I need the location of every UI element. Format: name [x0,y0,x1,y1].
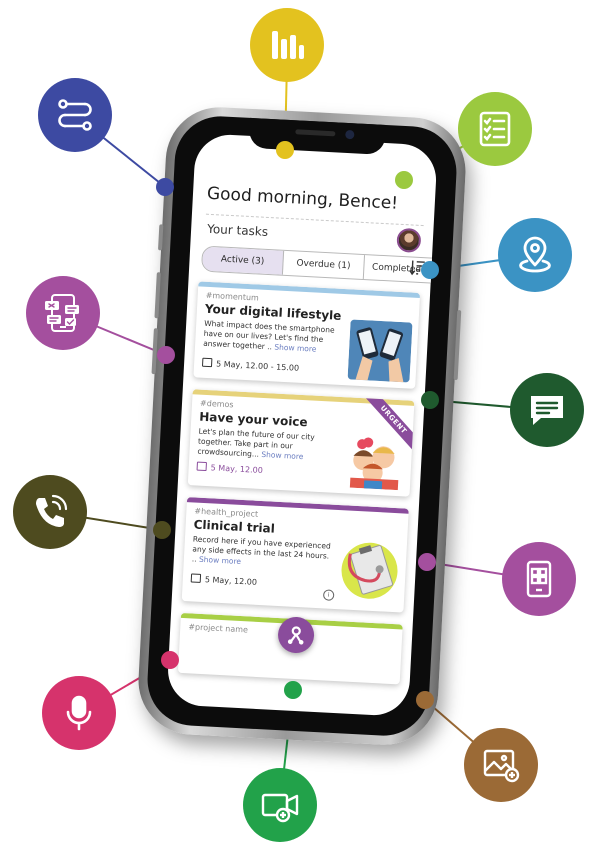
show-more-link[interactable]: Show more [274,342,317,354]
card-date: 5 May, 12.00 [196,461,264,476]
card-date-text: 5 May, 12.00 [204,575,258,587]
info-icon[interactable]: i [322,589,335,601]
card-date: 5 May, 12.00 - 15.00 [201,357,300,373]
card-description: What impact does the smartphone have on … [203,319,344,356]
survey-chat-icon [45,294,79,332]
card-date: 5 May, 12.00 [190,573,258,587]
connector-dot [156,178,174,196]
card-date-text: 5 May, 12.00 [210,463,264,476]
feature-badge-survey-chat[interactable] [26,276,100,350]
chat-message-icon [531,396,563,425]
app-grid-icon [526,560,552,598]
feature-badge-microphone[interactable] [42,676,116,750]
card-tag: #health_project [194,506,259,519]
calendar-icon [201,357,213,368]
phone-screen: Good morning, Bence! Your tasks Active (… [166,133,438,717]
earpiece-speaker [295,129,336,137]
smartphones-illustration [347,319,413,383]
connector-dot [395,171,413,189]
feature-badge-add-video[interactable] [243,768,317,842]
card-title: Clinical trial [193,517,276,536]
phone-call-icon [36,494,68,527]
show-more-link[interactable]: Show more [198,554,242,566]
feature-badge-app-grid[interactable] [502,542,576,616]
card-tag: #momentum [205,290,260,303]
task-card-momentum[interactable]: #momentum Your digital lifestyle What im… [193,281,421,389]
connector-dot [421,261,439,279]
connector-dot [161,651,179,669]
bar-chart-icon [272,31,304,59]
card-tag: #project name [188,622,249,635]
feature-badge-add-image[interactable] [464,728,538,802]
connector-dot [284,681,302,699]
feature-badge-checklist[interactable] [458,92,532,166]
workflow-icon [58,99,92,131]
feature-badge-phone-call[interactable] [13,475,87,549]
add-video-icon [261,793,299,823]
phone-bezel: Good morning, Bence! Your tasks Active (… [145,114,459,738]
card-description: Record here if you have experienced any … [192,534,333,571]
feature-badge-location[interactable] [498,218,572,292]
feature-badge-workflow[interactable] [38,78,112,152]
connector-dot [418,553,436,571]
card-tag: #demos [199,398,234,410]
feature-badge-bar-chart[interactable] [250,8,324,82]
show-more-link[interactable]: Show more [261,449,304,462]
card-description: Let's plan the future of our city togeth… [197,427,338,464]
connector-dot [153,521,171,539]
connector-dot [421,391,439,409]
section-title: Your tasks [206,221,269,239]
people-connect-icon [287,626,304,645]
feature-badge-chat[interactable] [510,373,584,447]
task-tabs: Active (3) Overdue (1) Completed (2) [200,245,438,285]
tab-overdue[interactable]: Overdue (1) [282,250,366,280]
calendar-icon [190,573,202,583]
profile-fab-button[interactable] [277,616,315,654]
add-image-icon [483,749,520,783]
microphone-icon [66,695,92,731]
tab-active[interactable]: Active (3) [201,246,285,275]
card-title: Have your voice [198,409,308,430]
smartphone: Good morning, Bence! Your tasks Active (… [135,104,469,748]
task-card-demos[interactable]: URGENT #demos Have your voice Let's plan… [187,389,415,497]
greeting-title: Good morning, Bence! [206,183,399,214]
calendar-icon [196,461,207,472]
connector-dot [416,691,434,709]
connector-dot [276,141,294,159]
location-pin-icon [519,236,551,273]
card-date-text: 5 May, 12.00 - 15.00 [215,359,300,373]
stethoscope-clipboard-illustration [341,542,398,599]
connector-dot [157,346,175,364]
task-card-clinical[interactable]: #health_project Clinical trial Record he… [181,497,409,613]
user-avatar[interactable] [396,227,422,253]
children-illustration [349,437,399,491]
front-camera [345,129,355,140]
checklist-icon [479,111,511,147]
